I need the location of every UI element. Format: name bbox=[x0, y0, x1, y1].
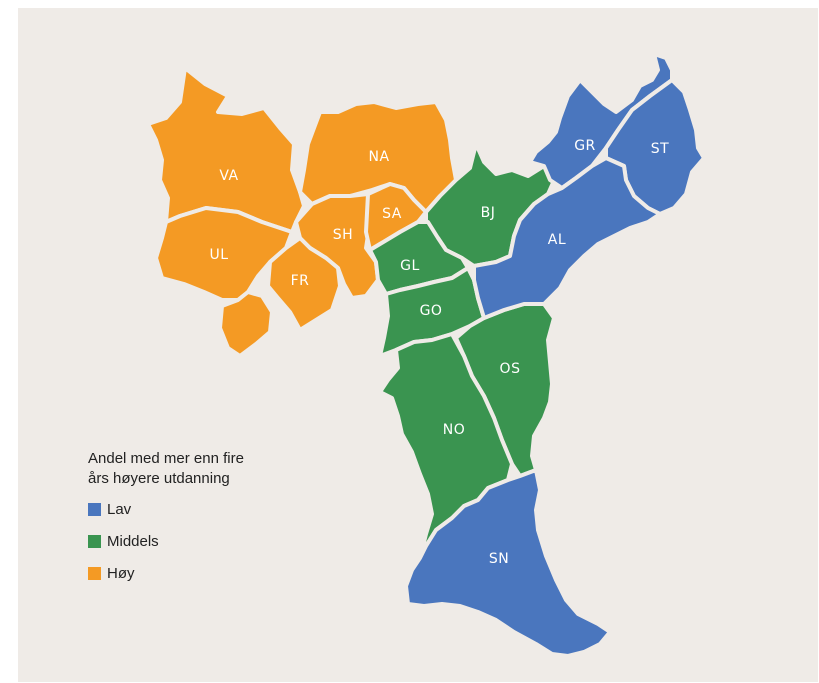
district-label: GR bbox=[574, 138, 596, 154]
district-label: GO bbox=[420, 303, 443, 319]
legend-swatch-lav bbox=[88, 502, 101, 516]
district-sn[interactable] bbox=[404, 468, 612, 658]
legend-label: Lav bbox=[107, 500, 132, 518]
legend-label: Høy bbox=[107, 564, 135, 582]
district-label: UL bbox=[209, 247, 228, 263]
district-ul-south[interactable] bbox=[218, 290, 274, 358]
district-ul[interactable] bbox=[154, 206, 294, 302]
legend-item-lav: Lav bbox=[88, 497, 308, 521]
legend-label: Middels bbox=[107, 532, 159, 550]
district-label: SA bbox=[382, 206, 402, 222]
legend-title: Andel med mer enn fire års høyere utdann… bbox=[88, 449, 308, 489]
district-label: NO bbox=[443, 422, 466, 438]
district-fr[interactable] bbox=[266, 236, 342, 332]
legend-item-hoy: Høy bbox=[88, 561, 308, 585]
legend-title-line: års høyere utdanning bbox=[88, 470, 230, 487]
district-label: OS bbox=[500, 361, 521, 377]
legend-title-line: Andel med mer enn fire bbox=[88, 450, 244, 467]
district-label: BJ bbox=[481, 205, 496, 221]
legend-swatch-middels bbox=[88, 534, 101, 548]
legend-item-middels: Middels bbox=[88, 529, 308, 553]
map-legend: Andel med mer enn fire års høyere utdann… bbox=[88, 449, 308, 593]
district-label: GL bbox=[400, 258, 420, 274]
district-label: FR bbox=[291, 273, 310, 289]
district-va[interactable] bbox=[146, 66, 306, 234]
district-label: ST bbox=[651, 141, 669, 157]
district-al[interactable] bbox=[472, 156, 662, 320]
district-label: NA bbox=[368, 149, 389, 165]
district-label: AL bbox=[548, 232, 566, 248]
district-label: VA bbox=[219, 168, 238, 184]
district-st[interactable] bbox=[604, 78, 706, 216]
district-label: SN bbox=[489, 551, 509, 567]
district-label: SH bbox=[333, 227, 353, 243]
legend-swatch-hoy bbox=[88, 566, 101, 580]
